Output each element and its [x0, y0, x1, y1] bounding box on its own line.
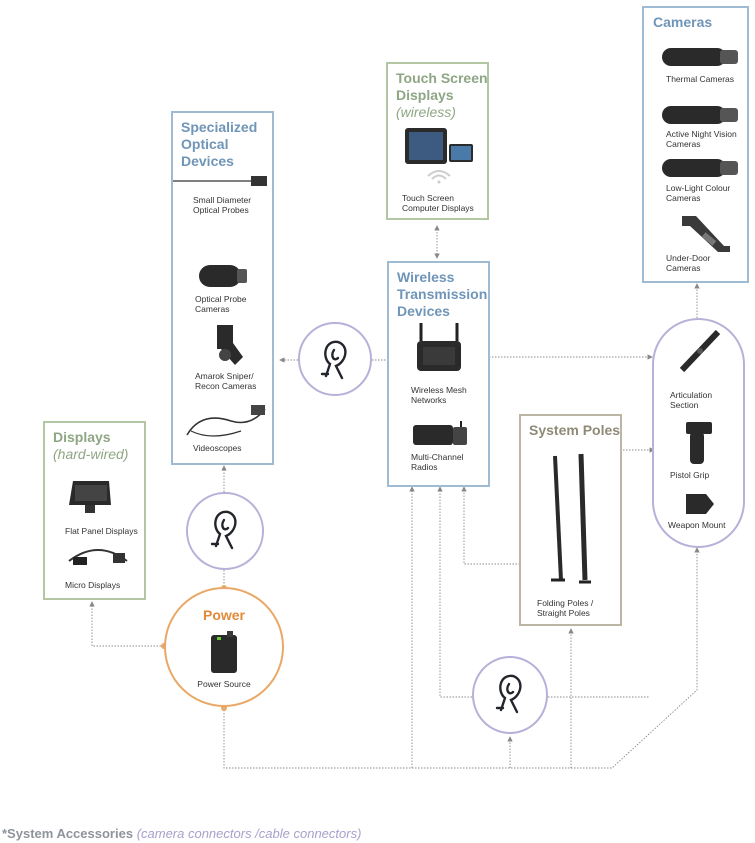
accessory-item-label: Articulation Section — [670, 390, 713, 410]
videoscope-icon — [186, 405, 266, 437]
cable-connector-node — [298, 322, 372, 396]
wireless-title: Wireless Transmission Devices — [397, 269, 488, 319]
displays-panel: Displays (hard-wired) Flat Panel Display… — [43, 421, 146, 600]
articulation-section-icon — [679, 329, 721, 373]
power-title: Power — [202, 607, 245, 623]
tablet-display-icon — [405, 128, 473, 164]
camera-item-label: Under-Door Cameras — [666, 253, 711, 273]
optical-item-label: Optical Probe Cameras — [195, 294, 247, 314]
wireless-item-label: Multi-Channel Radios — [411, 452, 464, 472]
sniper-recon-camera-icon — [217, 325, 243, 365]
accessory-item-label: Weapon Mount — [668, 520, 726, 530]
touch-screen-item-label: Touch Screen Computer Displays — [402, 193, 474, 213]
poles-item-label: Folding Poles / Straight Poles — [537, 598, 594, 618]
weapon-mount-icon — [686, 494, 714, 514]
optical-item-label: Videoscopes — [193, 443, 242, 453]
wireless-signal-icon — [427, 170, 451, 184]
power-item-label: Power Source — [197, 679, 251, 689]
footer-detail: (camera connectors /cable connectors) — [136, 826, 362, 841]
cameras-panel: Cameras Thermal Cameras Active Night Vis… — [642, 6, 749, 283]
low-light-camera-icon — [662, 159, 738, 177]
wireless-item-label: Wireless Mesh Networks — [411, 385, 467, 405]
camera-item-label: Active Night Vision Cameras — [666, 129, 737, 149]
optical-item-label: Small Diameter Optical Probes — [193, 195, 252, 215]
system-poles-panel: System Poles Folding Poles / Straight Po… — [519, 414, 622, 626]
poles-icon — [551, 453, 591, 584]
optical-devices-panel: Specialized Optical Devices Small Diamet… — [171, 111, 274, 465]
accessory-item-label: Pistol Grip — [670, 470, 710, 480]
cable-connector-icon — [495, 674, 522, 714]
micro-display-icon — [68, 549, 128, 565]
battery-pack-icon — [211, 631, 237, 673]
mesh-network-device-icon — [417, 323, 461, 371]
touch-screen-panel: Touch Screen Displays (wireless) Touch S… — [386, 62, 489, 220]
cable-connector-icon — [320, 340, 347, 380]
poles-title: System Poles — [529, 422, 621, 438]
wireless-devices-panel: Wireless Transmission Devices Wireless M… — [387, 261, 490, 487]
cable-connector-node — [186, 492, 264, 570]
optical-probe-camera-icon — [199, 265, 247, 287]
camera-item-label: Low-Light Colour Cameras — [666, 183, 731, 203]
touch-screen-title-text: Touch Screen Displays — [396, 70, 488, 103]
optical-item-label: Amarok Sniper/ Recon Cameras — [195, 371, 257, 391]
footer-note: *System Accessories (camera connectors /… — [2, 826, 361, 841]
accessories-panel: Articulation Section Pistol Grip Weapon … — [652, 318, 745, 548]
power-panel: Power Power Source — [164, 587, 284, 707]
touch-screen-subtitle: (wireless) — [396, 104, 456, 120]
flat-panel-display-icon — [69, 481, 111, 513]
night-vision-camera-icon — [662, 106, 738, 124]
footer-prefix: *System Accessories — [2, 826, 134, 841]
displays-title: Displays (hard-wired) — [53, 429, 145, 463]
optical-title: Specialized Optical Devices — [181, 119, 258, 169]
displays-subtitle: (hard-wired) — [53, 446, 129, 462]
cable-connector-node — [472, 656, 548, 734]
camera-item-label: Thermal Cameras — [666, 74, 735, 84]
multi-channel-radio-icon — [413, 421, 467, 445]
displays-item-label: Flat Panel Displays — [65, 526, 138, 536]
displays-item-label: Micro Displays — [65, 580, 121, 590]
pistol-grip-icon — [686, 422, 712, 464]
cable-connector-icon — [210, 510, 237, 550]
thermal-camera-icon — [662, 48, 738, 66]
cameras-title: Cameras — [653, 14, 713, 30]
touch-screen-title: Touch Screen Displays (wireless) — [396, 70, 488, 121]
optical-probe-cable-icon — [173, 176, 267, 186]
displays-title-text: Displays — [53, 429, 111, 445]
under-door-camera-icon — [682, 216, 730, 252]
